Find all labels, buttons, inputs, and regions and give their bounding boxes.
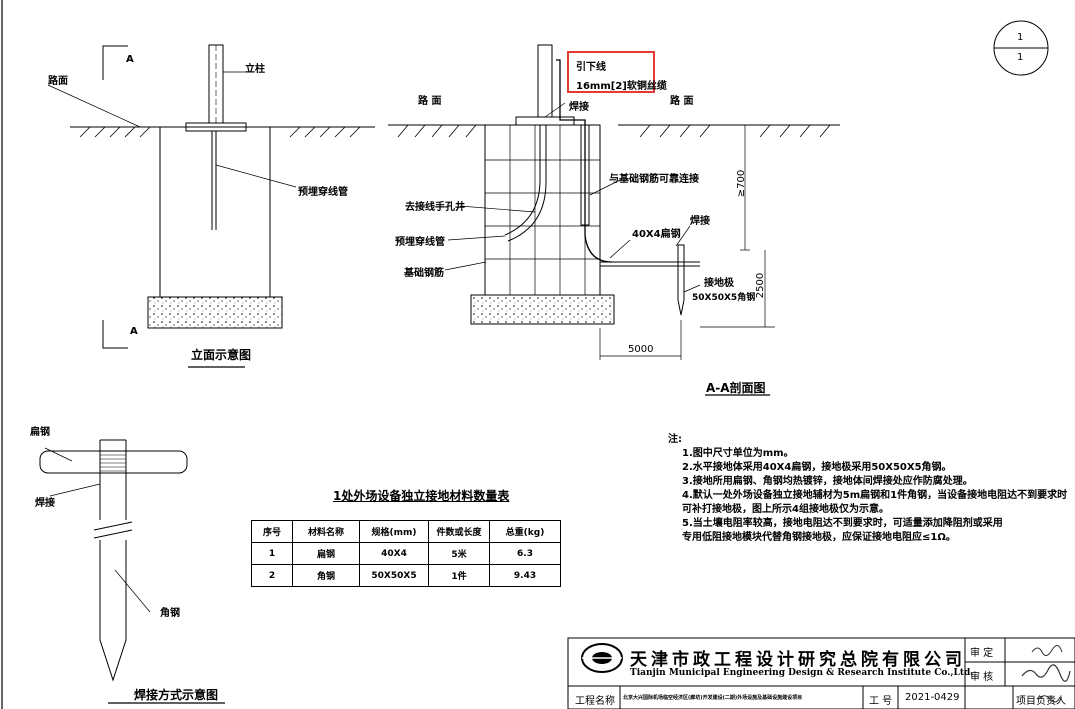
note-item: 可补打接地极，图上所示4组接地极仅为示意。 xyxy=(682,504,889,515)
table-row: 2 角钢 50X50X5 1件 9.43 xyxy=(251,564,561,587)
sheet-number-top: 1 xyxy=(1017,32,1024,43)
table-cell: 1 xyxy=(251,542,293,565)
note-item: 1.图中尺寸单位为mm。 xyxy=(682,448,794,459)
table-header-cell: 规格(mm) xyxy=(359,520,429,543)
section-title: A-A剖面图 xyxy=(706,381,766,395)
weld-angle-label: 角钢 xyxy=(160,608,180,619)
material-table: 序号 材料名称 规格(mm) 件数或长度 总重(kg) 1 扁钢 40X4 5米… xyxy=(251,520,561,587)
table-cell: 角钢 xyxy=(292,564,360,587)
elevation-column-label: 立柱 xyxy=(245,64,265,75)
table-row: 1 扁钢 40X4 5米 6.3 xyxy=(251,542,561,565)
sheet-number-circle xyxy=(993,20,1049,76)
elevation-road-label: 路面 xyxy=(48,76,68,87)
section-view xyxy=(388,44,840,396)
section-road-left: 路 面 xyxy=(418,96,442,107)
ground-plate-spec: 50X50X5角钢 xyxy=(692,293,756,303)
note-item: 3.接地所用扁钢、角钢均热镀锌，接地体间焊接处应作防腐处理。 xyxy=(682,476,973,487)
section-conduit-label: 预埋穿线管 xyxy=(395,237,445,248)
table-header-cell: 总重(kg) xyxy=(489,520,561,543)
table-header-cell: 序号 xyxy=(251,520,293,543)
elevation-view xyxy=(47,44,375,368)
handhole-label: 去接线手孔井 xyxy=(405,202,465,213)
weld-weld-label: 焊接 xyxy=(35,498,55,509)
dim-depth: ≥700 xyxy=(736,169,748,198)
table-header-row: 序号 材料名称 规格(mm) 件数或长度 总重(kg) xyxy=(251,520,561,543)
check-label-2: 审 核 xyxy=(970,672,994,683)
title-block-frame xyxy=(567,637,1075,709)
section-mark-top: A xyxy=(126,54,134,65)
down-lead-label: 引下线 xyxy=(576,62,606,73)
company-name-cn: 天津市政工程设计研究总院有限公司 xyxy=(630,650,966,670)
note-item: 2.水平接地体采用40X4扁钢，接地极采用50X50X5角钢。 xyxy=(682,462,952,473)
sheet-number-bottom: 1 xyxy=(1017,52,1024,63)
flat-steel-label: 40X4扁钢 xyxy=(632,229,681,240)
table-cell: 1件 xyxy=(428,564,490,587)
rebar-connection-label: 与基础钢筋可靠连接 xyxy=(609,174,699,185)
table-cell: 50X50X5 xyxy=(359,564,429,587)
table-cell: 9.43 xyxy=(489,564,561,587)
elevation-title: 立面示意图 xyxy=(191,348,252,362)
section-mark-bottom: A xyxy=(130,326,138,337)
weld2-label: 焊接 xyxy=(690,216,710,227)
job-number: 2021-0429 xyxy=(905,692,960,703)
section-road-right: 路 面 xyxy=(670,96,694,107)
company-logo xyxy=(581,643,623,673)
table-cell: 2 xyxy=(251,564,293,587)
rebar-label: 基础钢筋 xyxy=(404,268,444,279)
highlight-box xyxy=(567,51,655,93)
check-label-1: 审 定 xyxy=(970,648,994,659)
note-item: 专用低阻接地模块代替角钢接地极，应保证接地电阻应≤1Ω。 xyxy=(682,532,956,543)
table-title: 1处外场设备独立接地材料数量表 xyxy=(333,489,510,503)
table-cell: 5米 xyxy=(428,542,490,565)
project-label: 工程名称 xyxy=(575,696,615,707)
dim-length: 5000 xyxy=(628,344,654,355)
weld-label: 焊接 xyxy=(569,102,589,113)
table-header-cell: 材料名称 xyxy=(292,520,360,543)
table-header-cell: 件数或长度 xyxy=(428,520,490,543)
ground-plate-label: 接地极 xyxy=(704,278,734,289)
job-label: 工 号 xyxy=(869,696,893,707)
notes-heading: 注: xyxy=(668,434,682,445)
company-name-en: Tianjin Municipal Engineering Design & R… xyxy=(630,668,974,678)
project-leader-label: 项目负责人 xyxy=(1016,696,1066,707)
cable-label: 16mm[2]软铜丝缆 xyxy=(576,81,667,92)
weld-detail-view xyxy=(39,439,225,704)
elevation-conduit-label: 预埋穿线管 xyxy=(298,187,348,198)
table-cell: 6.3 xyxy=(489,542,561,565)
note-item: 4.默认一处外场设备独立接地辅材为5m扁钢和1件角钢，当设备接地电阻达不到要求时 xyxy=(682,490,1068,501)
weld-detail-title: 焊接方式示意图 xyxy=(134,688,219,702)
weld-flat-label: 扁钢 xyxy=(30,427,50,438)
project-name: 北京大兴国际机场临空经济区(廊坊)开发建设(二期)外场设施及基础设施建设项目 xyxy=(623,695,803,701)
table-cell: 扁钢 xyxy=(292,542,360,565)
table-cell: 40X4 xyxy=(359,542,429,565)
dim-height: 2500 xyxy=(755,272,767,299)
note-item: 5.当土壤电阻率较高，接地电阻达不到要求时，可适量添加降阻剂或采用 xyxy=(682,518,1003,529)
notes-block: 注: 1.图中尺寸单位为mm。 2.水平接地体采用40X4扁钢，接地极采用50X… xyxy=(668,433,1067,545)
